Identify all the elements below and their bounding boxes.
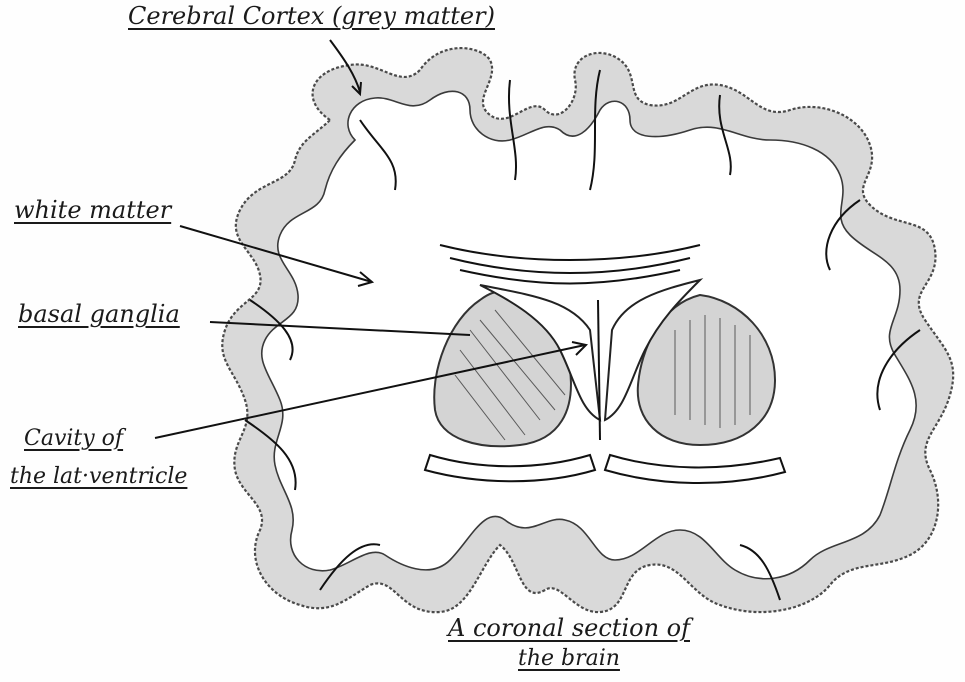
label-cerebral-cortex: Cerebral Cortex (grey matter)	[128, 2, 495, 30]
label-white-matter: white matter	[14, 196, 171, 224]
label-cavity-line1: Cavity of	[24, 426, 123, 451]
label-basal-ganglia: basal ganglia	[18, 300, 180, 328]
caption-line2: the brain	[518, 646, 620, 671]
label-cavity-line2: the lat·ventricle	[10, 464, 187, 489]
caption-line1: A coronal section of	[448, 614, 690, 642]
